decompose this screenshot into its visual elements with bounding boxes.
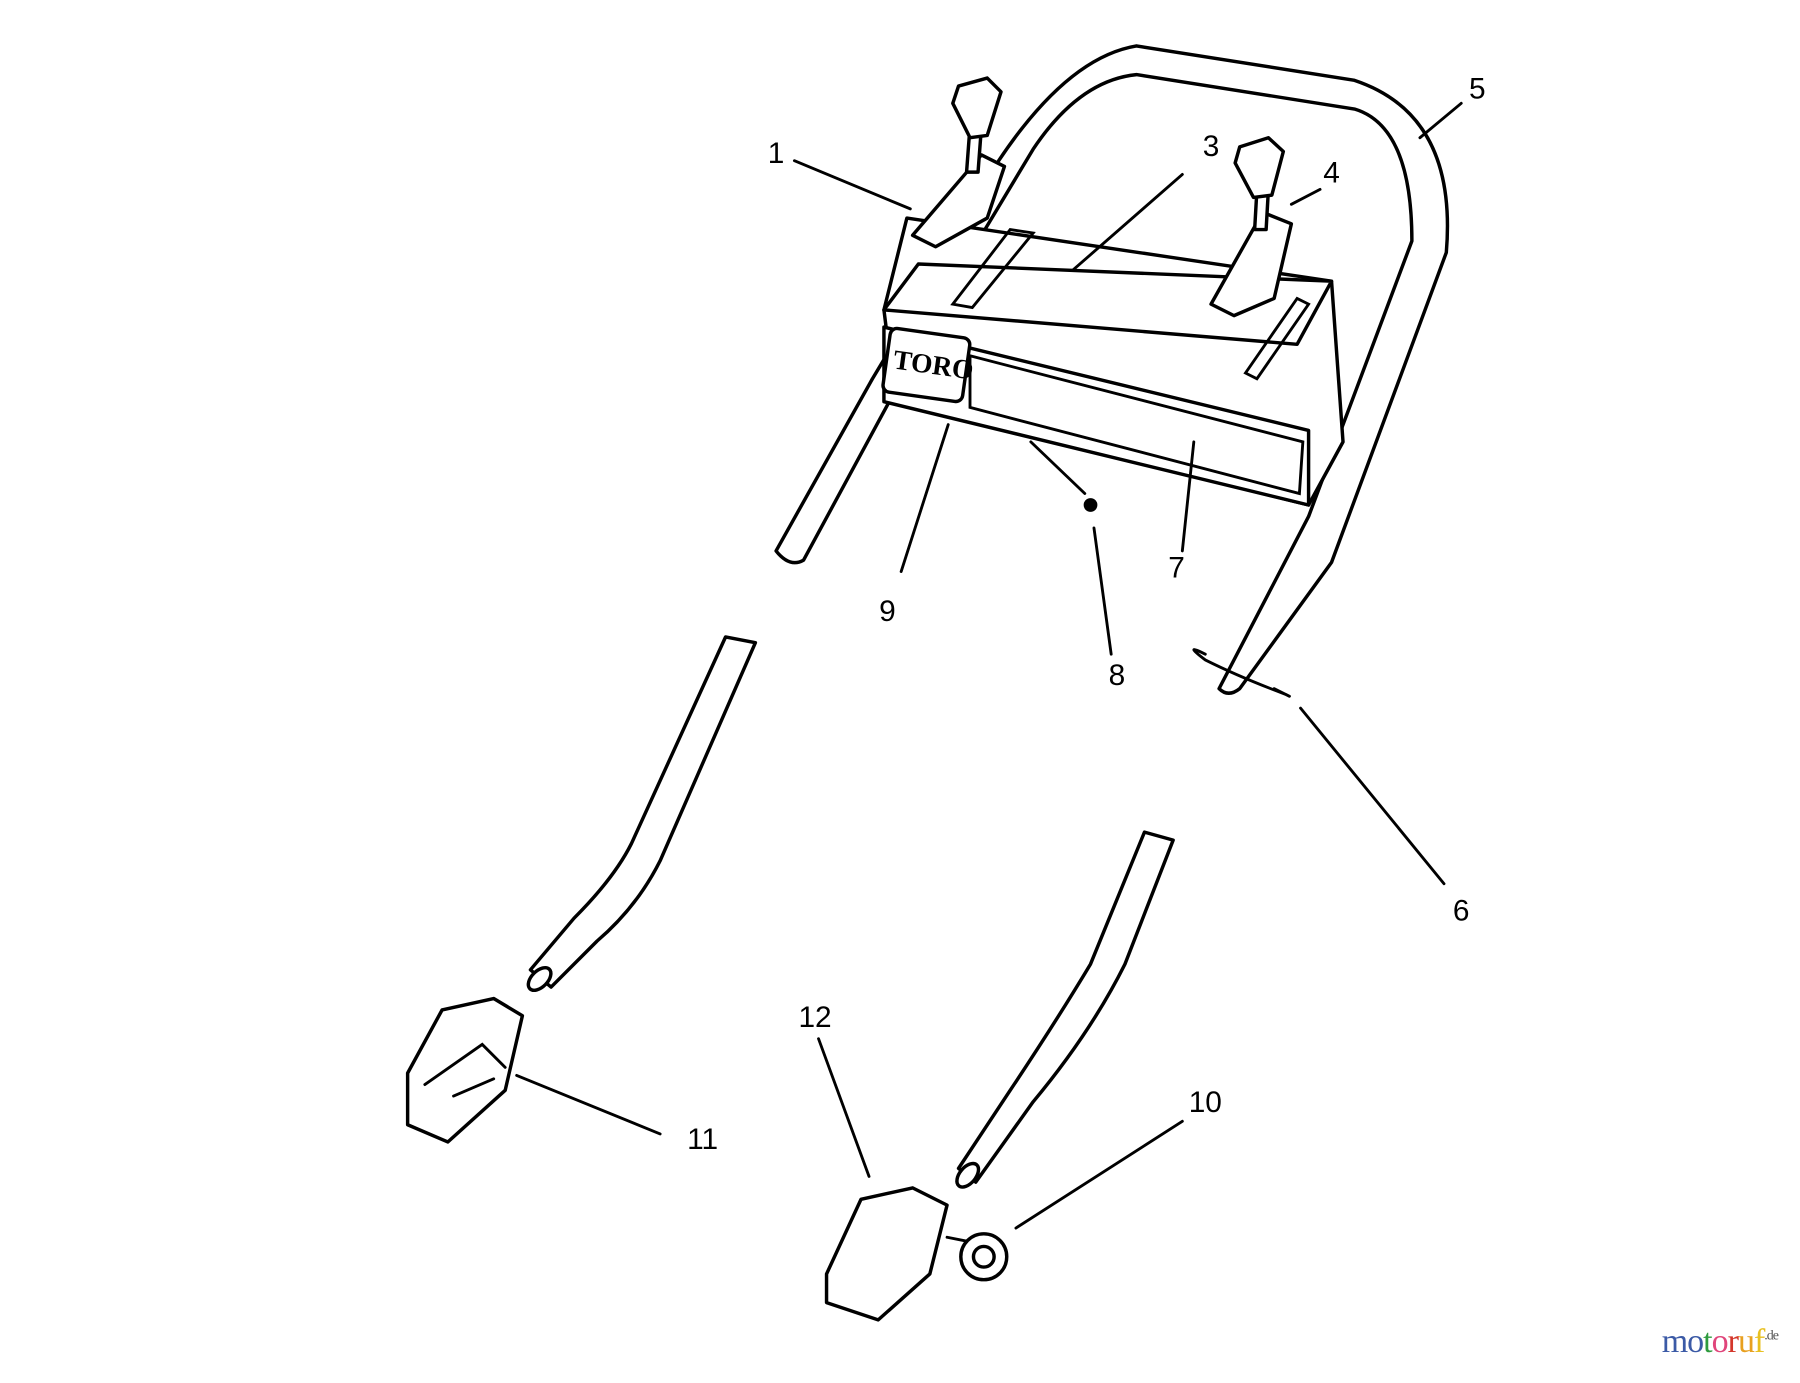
watermark-letter: u bbox=[1737, 1323, 1755, 1360]
lower-handle-left bbox=[526, 635, 758, 992]
watermark-letter: o bbox=[1687, 1323, 1704, 1360]
leader-lines bbox=[515, 101, 1463, 1230]
hairpin-clip bbox=[1192, 648, 1291, 698]
callout-3: 3 bbox=[1203, 130, 1220, 163]
callout-7: 7 bbox=[1168, 551, 1185, 584]
motoruf-watermark: motoruf.de bbox=[1661, 1323, 1779, 1361]
watermark-letter: t bbox=[1703, 1323, 1713, 1360]
callout-10: 10 bbox=[1189, 1086, 1222, 1119]
callout-1: 1 bbox=[768, 137, 785, 170]
watermark-letter: f bbox=[1753, 1323, 1765, 1360]
watermark-letter: m bbox=[1661, 1323, 1688, 1360]
handle-bracket-left bbox=[405, 996, 525, 1144]
callout-5: 5 bbox=[1469, 73, 1486, 106]
callout-8: 8 bbox=[1109, 659, 1126, 692]
watermark-letter: o bbox=[1711, 1323, 1729, 1360]
upper-handle bbox=[774, 44, 1450, 695]
drive-lever bbox=[1209, 136, 1294, 318]
watermark-suffix: .de bbox=[1764, 1328, 1779, 1344]
handle-bracket-right bbox=[824, 1186, 949, 1322]
handle-knob bbox=[945, 1232, 1009, 1282]
callout-9: 9 bbox=[879, 595, 896, 628]
watermark-letter: r bbox=[1727, 1323, 1739, 1360]
callout-11: 11 bbox=[687, 1123, 718, 1156]
callout-4: 4 bbox=[1323, 156, 1340, 189]
callout-6: 6 bbox=[1453, 894, 1470, 927]
lower-handle-right bbox=[955, 830, 1175, 1189]
throttle-lever bbox=[910, 76, 1007, 249]
callout-12: 12 bbox=[798, 1001, 831, 1034]
washer bbox=[1083, 498, 1098, 512]
